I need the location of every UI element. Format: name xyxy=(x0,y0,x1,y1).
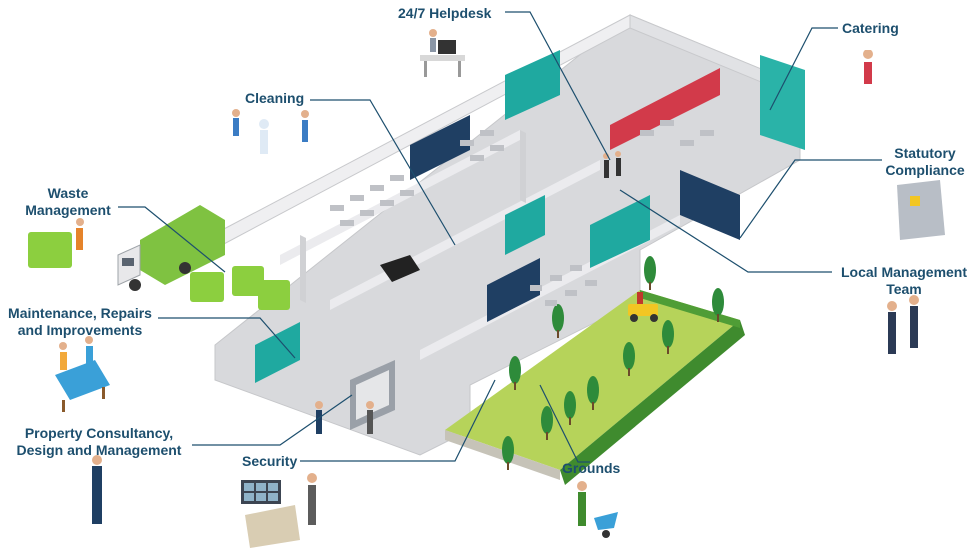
leader-security xyxy=(300,379,496,462)
people xyxy=(59,29,919,538)
wheelie-bins xyxy=(28,232,290,310)
label-maintenance: Maintenance, Repairs and Improvements xyxy=(8,305,152,338)
leader-helpdesk xyxy=(505,11,611,161)
label-waste-management: Waste Management xyxy=(25,185,111,218)
leader-maintenance xyxy=(158,317,296,359)
mower xyxy=(628,292,658,322)
garbage-truck xyxy=(117,205,225,291)
trees xyxy=(502,256,724,470)
leader-local xyxy=(619,189,832,273)
security-gate xyxy=(350,360,395,430)
label-grounds: Grounds xyxy=(562,460,621,476)
leader-statutory xyxy=(739,159,882,239)
furniture-rows xyxy=(330,120,714,306)
wheelbarrow xyxy=(594,512,618,538)
label-local-management-team: Local Management Team xyxy=(840,264,968,297)
helpdesk-desk xyxy=(420,40,465,77)
leader-property xyxy=(192,394,353,446)
maintenance-table xyxy=(55,360,110,412)
piano xyxy=(380,255,420,282)
label-cleaning: Cleaning xyxy=(245,90,305,106)
label-property-consultancy: Property Consultancy, Design and Managem… xyxy=(16,425,182,458)
leader-grounds xyxy=(539,384,590,463)
leader-cleaning xyxy=(310,99,456,246)
label-catering: Catering xyxy=(842,20,899,36)
leader-lines xyxy=(118,11,882,463)
leader-waste xyxy=(118,206,226,273)
electrical-cabinet xyxy=(897,180,945,240)
label-security: Security xyxy=(242,453,298,469)
label-statutory-compliance: Statutory Compliance xyxy=(885,145,965,178)
label-helpdesk: 24/7 Helpdesk xyxy=(398,5,492,21)
security-desk xyxy=(241,480,300,548)
leader-catering xyxy=(769,27,838,111)
room-accents xyxy=(255,50,805,383)
